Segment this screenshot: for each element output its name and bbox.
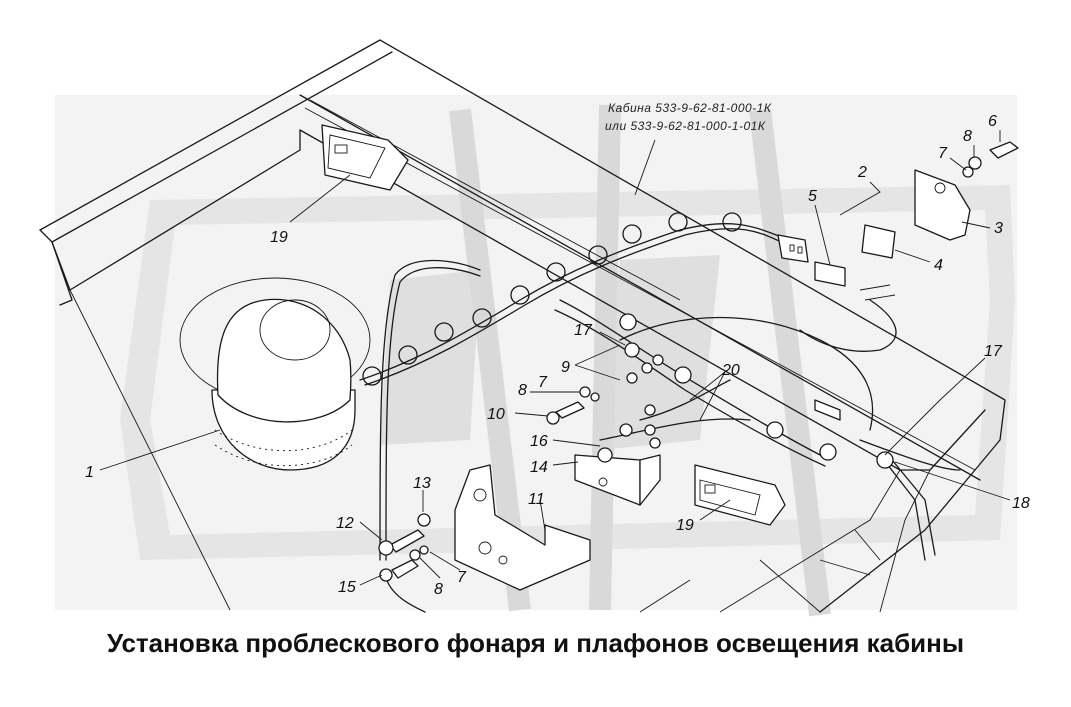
callout-19-upper: 19	[270, 229, 288, 246]
cabin-roof	[39, 39, 1006, 613]
callout-15: 15	[338, 579, 356, 596]
callout-14: 14	[530, 459, 548, 476]
callout-7-bottom: 7	[457, 569, 467, 586]
bolts-left	[378, 386, 600, 582]
callout-7-mid: 7	[538, 374, 548, 391]
wiring-harness	[359, 212, 961, 613]
callout-2: 2	[857, 164, 867, 181]
bracket-3	[914, 169, 971, 241]
callout-5: 5	[808, 188, 817, 205]
bracket-11	[454, 464, 591, 591]
callout-16: 16	[530, 433, 548, 450]
figure-caption: Установка проблескового фонаря и плафоно…	[106, 628, 965, 658]
dome-light-upper	[321, 124, 409, 191]
callout-18: 18	[1012, 495, 1030, 512]
callout-10: 10	[487, 406, 505, 423]
callout-17-left: 17	[574, 322, 593, 339]
callout-3: 3	[994, 220, 1003, 237]
callout-9: 9	[561, 359, 570, 376]
callout-8-mid: 8	[518, 382, 527, 399]
callout-12: 12	[336, 515, 354, 532]
callout-13: 13	[413, 475, 431, 492]
connector-block	[777, 224, 896, 301]
callout-1: 1	[85, 464, 94, 481]
callout-7-top: 7	[938, 145, 948, 162]
leader-lines	[99, 130, 1011, 586]
callout-11: 11	[528, 491, 545, 508]
cabin-note-line1: Кабина 533-9-62-81-000-1К	[608, 101, 772, 115]
beacon-lamp	[179, 277, 371, 471]
callout-19-lower: 19	[676, 517, 694, 534]
callout-8-top: 8	[963, 128, 972, 145]
bracket-14	[574, 447, 661, 506]
callout-6: 6	[988, 113, 997, 130]
callout-4: 4	[934, 257, 943, 274]
dome-light-lower	[694, 464, 786, 526]
callout-17-right: 17	[984, 343, 1003, 360]
callout-8-bottom: 8	[434, 581, 443, 598]
watermark-logo	[55, 95, 1017, 617]
cabin-note-line2: или 533-9-62-81-000-1-01К	[605, 119, 766, 133]
callout-20: 20	[721, 362, 740, 379]
fasteners-top	[962, 141, 1019, 178]
grommets	[619, 313, 894, 469]
